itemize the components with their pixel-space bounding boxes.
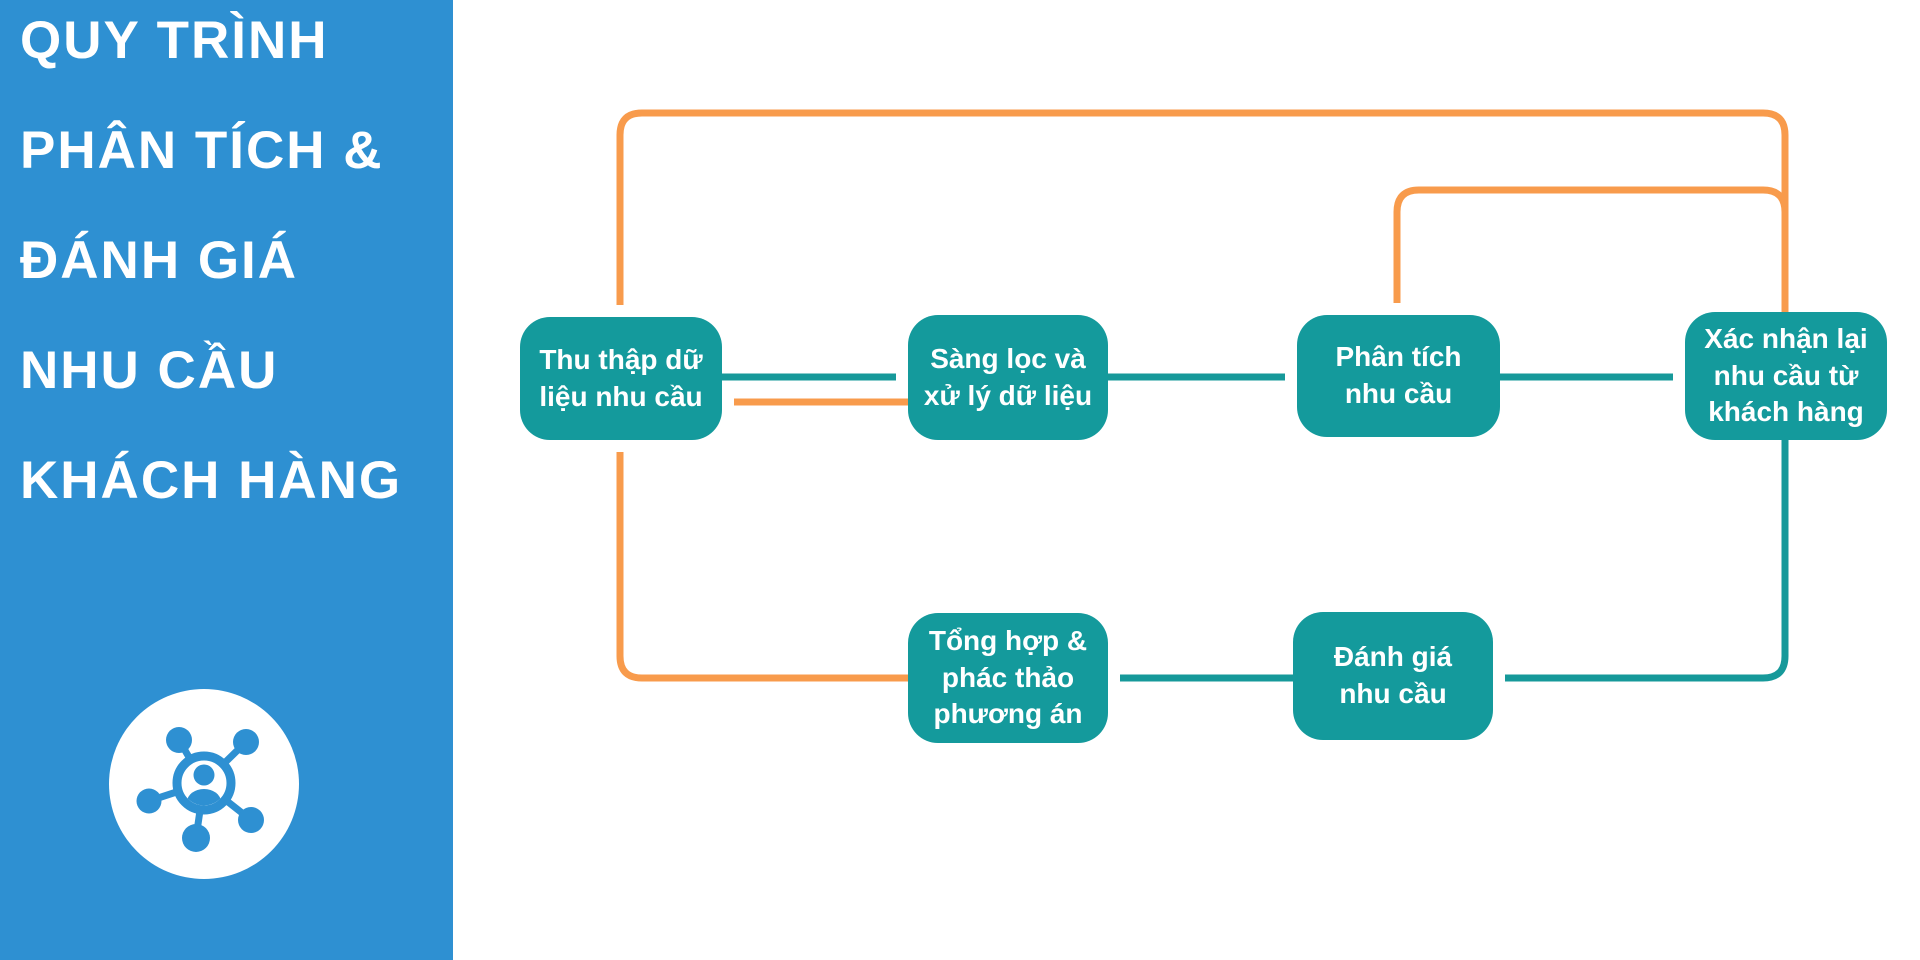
edge-confirm-to-evaluate bbox=[1505, 440, 1789, 682]
node-label: Tổng hợp & phác thảo phương án bbox=[928, 624, 1088, 730]
node-xac-nhan-lai: Xác nhận lại nhu cầu từ khách hàng bbox=[1685, 312, 1887, 440]
edge-confirm-to-analyze bbox=[1393, 186, 1789, 312]
sidebar-title-line: QUY TRÌNH bbox=[20, 11, 329, 70]
sidebar: QUY TRÌNH PHÂN TÍCH & ĐÁNH GIÁ NHU CẦU K… bbox=[0, 0, 453, 960]
sidebar-title: QUY TRÌNH PHÂN TÍCH & ĐÁNH GIÁ NHU CẦU K… bbox=[20, 0, 449, 536]
node-tong-hop-phac-thao: Tổng hợp & phác thảo phương án bbox=[908, 613, 1108, 743]
sidebar-title-line: ĐÁNH GIÁ bbox=[20, 231, 299, 290]
edge-confirm-to-collect bbox=[616, 109, 1789, 312]
node-label: Thu thập dữ liệu nhu cầu bbox=[539, 343, 703, 412]
node-thu-thap-du-lieu: Thu thập dữ liệu nhu cầu bbox=[520, 317, 722, 440]
node-label: Đánh giá nhu cầu bbox=[1333, 641, 1453, 709]
sidebar-title-line: PHÂN TÍCH & bbox=[20, 121, 384, 180]
sidebar-title-line: NHU CẦU bbox=[20, 341, 279, 400]
node-phan-tich-nhu-cau: Phân tích nhu cầu bbox=[1297, 315, 1500, 437]
node-label: Sàng lọc và xử lý dữ liệu bbox=[923, 342, 1093, 411]
customer-network-icon bbox=[108, 688, 300, 880]
edge-draft-to-collect bbox=[616, 452, 908, 682]
node-label: Phân tích nhu cầu bbox=[1335, 341, 1462, 409]
node-sang-loc-xu-ly: Sàng lọc và xử lý dữ liệu bbox=[908, 315, 1108, 440]
sidebar-title-line: KHÁCH HÀNG bbox=[20, 451, 403, 510]
node-label: Xác nhận lại nhu cầu từ khách hàng bbox=[1704, 322, 1868, 428]
node-danh-gia-nhu-cau: Đánh giá nhu cầu bbox=[1293, 612, 1493, 740]
